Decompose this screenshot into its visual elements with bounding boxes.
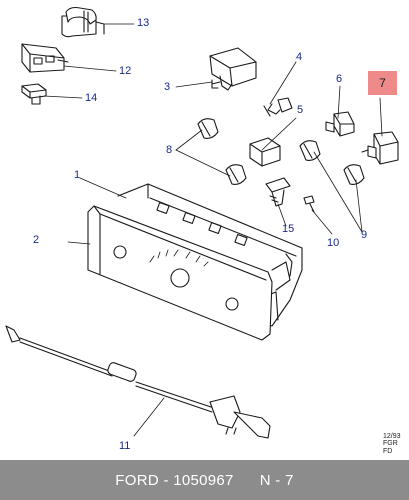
part-8-knob-upper (197, 118, 219, 139)
part-13-clip (61, 6, 105, 38)
part-10-screw (303, 195, 315, 213)
stamp-code-2: FD (383, 447, 393, 455)
footer-part-number: FORD - 1050967 (115, 471, 234, 489)
callout-4: 4 (296, 51, 303, 63)
callout-8: 8 (166, 144, 173, 156)
callout-3: 3 (164, 81, 171, 93)
footer-reference: N - 7 (259, 471, 294, 489)
leader-lines (43, 23, 383, 437)
callout-14: 14 (85, 92, 98, 104)
part-11-cable (5, 325, 271, 439)
callout-9: 9 (361, 229, 368, 241)
drawing-stamp: 12/93 FGR FD (383, 433, 401, 455)
part-15-holder (265, 177, 291, 207)
callout-15: 15 (282, 223, 295, 235)
part-7-switch (361, 131, 399, 165)
part-3-knob (209, 47, 257, 91)
highlight-box-7: 7 (368, 71, 397, 95)
part-6-switch (325, 111, 355, 137)
callout-11: 11 (119, 440, 131, 452)
callout-7: 7 (379, 76, 386, 90)
parts-diagram (5, 6, 399, 439)
callout-13: 13 (137, 17, 150, 29)
part-12-connector (21, 43, 69, 73)
callout-12: 12 (119, 65, 132, 77)
callout-5: 5 (297, 104, 304, 116)
callout-6: 6 (336, 73, 343, 85)
stamp-code-1: FGR (383, 440, 398, 448)
part-9-knob-left (299, 140, 321, 161)
part-5-block (249, 137, 281, 167)
callout-10: 10 (327, 237, 340, 249)
part-2-panel (87, 205, 273, 341)
part-9-knob-right (343, 164, 365, 185)
part-4-pin (263, 97, 293, 117)
stamp-date: 12/93 (383, 433, 401, 440)
footer-bar: FORD - 1050967 N - 7 (0, 460, 409, 500)
callout-2: 2 (33, 234, 40, 246)
part-14-bush (21, 83, 47, 105)
callout-1: 1 (74, 169, 81, 181)
part-8-knob-lower (225, 164, 247, 185)
